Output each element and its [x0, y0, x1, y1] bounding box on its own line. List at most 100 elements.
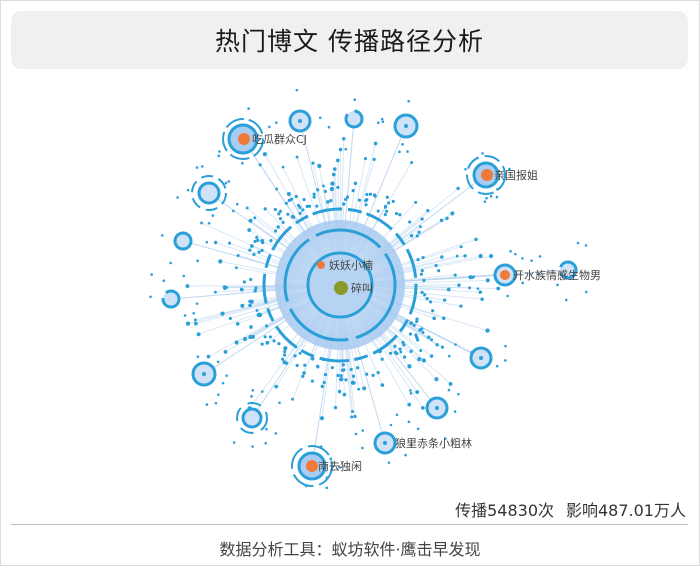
follower-dot — [268, 335, 272, 339]
follower-dot — [228, 316, 232, 320]
follower-dot — [371, 373, 375, 377]
follower-dot — [283, 353, 287, 357]
cluster-left-2[interactable] — [173, 231, 193, 251]
follower-dot — [453, 410, 457, 413]
root-node[interactable] — [334, 281, 348, 295]
follower-dot — [448, 382, 453, 386]
cluster-qinguo[interactable] — [466, 155, 506, 195]
follower-dot — [556, 283, 559, 287]
follower-dot-layer — [149, 88, 588, 490]
follower-dot — [447, 354, 451, 358]
follower-dot — [504, 344, 507, 348]
follower-dot — [285, 361, 289, 365]
follower-dot — [222, 285, 227, 289]
follower-dot — [387, 201, 391, 205]
follower-dot — [258, 163, 262, 167]
follower-dot — [183, 314, 187, 317]
follower-dot — [430, 338, 434, 342]
follower-dot — [298, 211, 302, 215]
follower-dot — [393, 350, 398, 354]
follower-dot — [341, 137, 346, 141]
follower-dot — [253, 216, 257, 220]
follower-dot — [402, 343, 406, 347]
follower-dot — [305, 204, 309, 208]
follower-dot — [419, 272, 423, 276]
cluster-left-4[interactable] — [191, 361, 217, 387]
cluster-right-2[interactable] — [425, 396, 449, 420]
follower-dot — [333, 405, 338, 410]
follower-dot — [257, 250, 261, 254]
follower-dot — [418, 225, 422, 229]
follower-dot — [242, 336, 248, 342]
cluster-chigua[interactable] — [222, 118, 264, 160]
cluster-left-1[interactable] — [191, 175, 227, 211]
follower-dot — [431, 309, 435, 313]
follower-dot — [213, 240, 218, 245]
follower-dot — [353, 98, 357, 101]
follower-dot — [410, 161, 414, 165]
follower-dot — [281, 220, 285, 224]
follower-dot — [325, 486, 329, 490]
follower-dot — [263, 207, 267, 211]
follower-dot — [389, 423, 393, 427]
propagation-graph[interactable]: 碎叫 吃瓜群众CJ 亲国报姐 妖妖小楠 开水族情感生物男 狼里赤条小粗林 南去独… — [0, 70, 700, 500]
cluster-langli[interactable] — [373, 431, 397, 455]
follower-dot — [407, 99, 410, 103]
follower-dot — [383, 204, 388, 209]
follower-dot — [442, 298, 447, 302]
follower-dot — [192, 311, 195, 315]
follower-dot — [257, 312, 263, 318]
follower-dot — [407, 420, 411, 424]
cluster-right-1[interactable] — [469, 346, 493, 370]
follower-dot — [355, 366, 360, 370]
follower-dot — [459, 304, 463, 308]
cluster-kaishui[interactable] — [493, 260, 578, 287]
follower-dot — [393, 344, 397, 348]
follower-dot — [261, 241, 265, 245]
follower-dot — [287, 198, 291, 203]
follower-dot — [281, 357, 285, 361]
follower-dot — [323, 189, 327, 194]
follower-dot — [485, 328, 490, 333]
follower-dot — [251, 445, 254, 448]
node-label-nanqu: 南去独闲 — [318, 459, 362, 473]
follower-dot — [337, 389, 342, 394]
footer-credit: 数据分析工具：蚁坊软件·鹰击早发现 — [219, 540, 481, 559]
follower-dot — [442, 316, 446, 321]
follower-dot — [200, 221, 203, 225]
follower-dot — [420, 290, 424, 294]
follower-dot — [239, 287, 244, 292]
cluster-top-1[interactable] — [288, 109, 312, 133]
follower-dot — [416, 427, 420, 431]
follower-dot — [391, 199, 395, 203]
cluster-left-3[interactable] — [161, 289, 181, 309]
cluster-nanqu[interactable] — [291, 445, 333, 487]
follower-dot — [409, 443, 413, 447]
follower-dot — [247, 228, 252, 232]
follower-dot — [277, 342, 281, 346]
cluster-left-5[interactable] — [236, 402, 268, 434]
follower-dot — [417, 230, 421, 234]
follower-dot — [338, 147, 343, 152]
follower-dot — [336, 373, 340, 378]
cluster-top-3[interactable] — [393, 113, 419, 139]
follower-dot — [330, 181, 335, 186]
follower-dot — [421, 358, 427, 363]
follower-dot — [584, 290, 588, 294]
follower-dot — [295, 88, 299, 92]
cluster-top-2[interactable] — [344, 109, 364, 129]
follower-dot — [421, 330, 425, 334]
follower-dot — [221, 381, 225, 385]
follower-dot — [331, 172, 336, 177]
follower-dot — [372, 193, 377, 197]
follower-dot — [248, 218, 253, 223]
follower-dot — [286, 212, 290, 216]
follower-dot — [372, 157, 376, 161]
follower-dot — [349, 367, 353, 372]
follower-dot — [432, 316, 437, 321]
follower-dot — [249, 325, 253, 329]
follower-dot — [242, 280, 246, 284]
follower-dot — [283, 346, 288, 351]
follower-dot — [275, 187, 279, 191]
follower-dot — [538, 255, 542, 258]
